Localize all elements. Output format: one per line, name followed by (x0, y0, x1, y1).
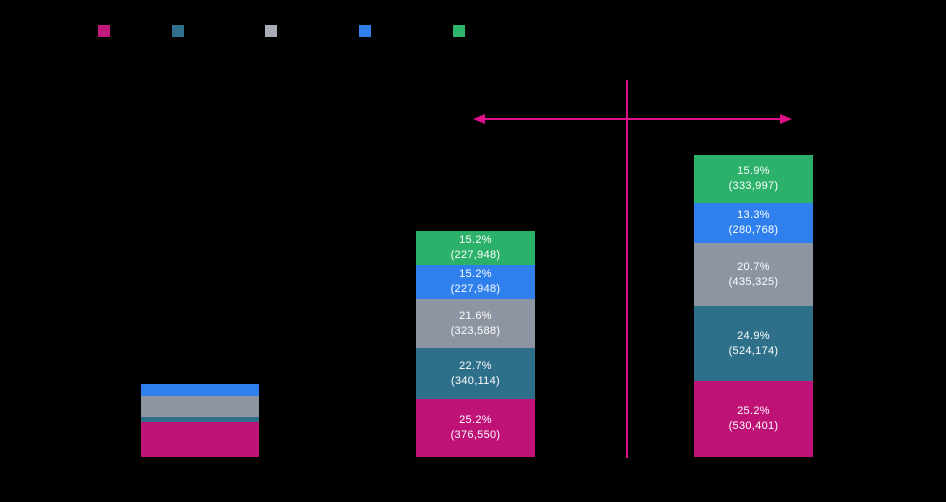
bar-left-segment-pink[interactable] (141, 422, 259, 457)
segment-value: (340,114) (451, 374, 500, 387)
segment-label: 24.9% (524,174) (729, 329, 779, 359)
horizontal-arrow-line (483, 118, 782, 120)
segment-value: (530,401) (728, 420, 779, 432)
bar-left-segment-blue[interactable] (141, 384, 259, 396)
segment-label: 22.7% (340,114) (451, 359, 500, 389)
segment-percent: 13.3% (737, 209, 770, 221)
arrow-head-right-icon (780, 114, 792, 124)
bar-left-segment-gray[interactable] (141, 396, 259, 417)
segment-percent: 15.2% (459, 234, 492, 246)
bar-right: 25.2% (530,401) 24.9% (524,174) 20.7% (435,32… (694, 155, 813, 457)
legend-swatch-pink[interactable] (98, 25, 110, 37)
bar-right-segment-teal[interactable]: 24.9% (524,174) (694, 306, 813, 381)
segment-value: (435,325) (728, 275, 779, 288)
segment-percent: 15.2% (459, 268, 492, 280)
legend-swatch-gray[interactable] (265, 25, 277, 37)
bar-right-segment-blue[interactable]: 13.3% (280,768) (694, 203, 813, 243)
bar-middle-segment-gray[interactable]: 21.6% (323,588) (416, 299, 535, 348)
segment-value: (524,174) (728, 344, 779, 357)
segment-label: 20.7% (435,325) (729, 260, 779, 290)
vertical-reference-line (626, 80, 628, 458)
legend-swatch-blue[interactable] (359, 25, 371, 37)
bar-middle: 25.2% (376,550) 22.7% (340,114) 21.6% (323,58… (416, 231, 535, 457)
segment-percent: 25.2% (737, 405, 770, 417)
segment-value: (227,948) (450, 283, 501, 295)
bar-right-segment-green[interactable]: 15.9% (333,997) (694, 155, 813, 203)
bar-middle-segment-teal[interactable]: 22.7% (340,114) (416, 348, 535, 399)
bar-right-segment-pink[interactable]: 25.2% (530,401) (694, 381, 813, 457)
segment-percent: 24.9% (737, 329, 770, 342)
bar-right-segment-gray[interactable]: 20.7% (435,325) (694, 243, 813, 306)
segment-label: 15.9% (333,997) (729, 164, 779, 194)
bar-middle-segment-green[interactable]: 15.2% (227,948) (416, 231, 535, 265)
segment-percent: 15.9% (737, 165, 770, 177)
segment-value: (323,588) (450, 324, 501, 337)
segment-value: (376,550) (450, 429, 501, 441)
segment-percent: 20.7% (737, 260, 770, 273)
segment-label: 25.2% (530,401) (729, 404, 779, 434)
segment-value: (227,948) (450, 249, 501, 261)
segment-percent: 22.7% (459, 359, 492, 372)
segment-value: (333,997) (728, 180, 779, 192)
bar-left-segment-teal[interactable] (141, 417, 259, 422)
arrow-head-left-icon (473, 114, 485, 124)
segment-label: 15.2% (227,948) (451, 267, 501, 297)
legend-swatch-teal[interactable] (172, 25, 184, 37)
segment-value: (280,768) (728, 224, 779, 236)
segment-percent: 25.2% (459, 414, 492, 426)
segment-label: 21.6% (323,588) (451, 309, 501, 339)
bar-middle-segment-blue[interactable]: 15.2% (227,948) (416, 265, 535, 299)
segment-percent: 21.6% (459, 309, 492, 322)
segment-label: 13.3% (280,768) (729, 208, 779, 238)
bar-middle-segment-pink[interactable]: 25.2% (376,550) (416, 399, 535, 457)
legend-swatch-green[interactable] (453, 25, 465, 37)
segment-label: 15.2% (227,948) (451, 233, 501, 263)
bar-left (141, 384, 259, 457)
segment-label: 25.2% (376,550) (451, 413, 501, 443)
